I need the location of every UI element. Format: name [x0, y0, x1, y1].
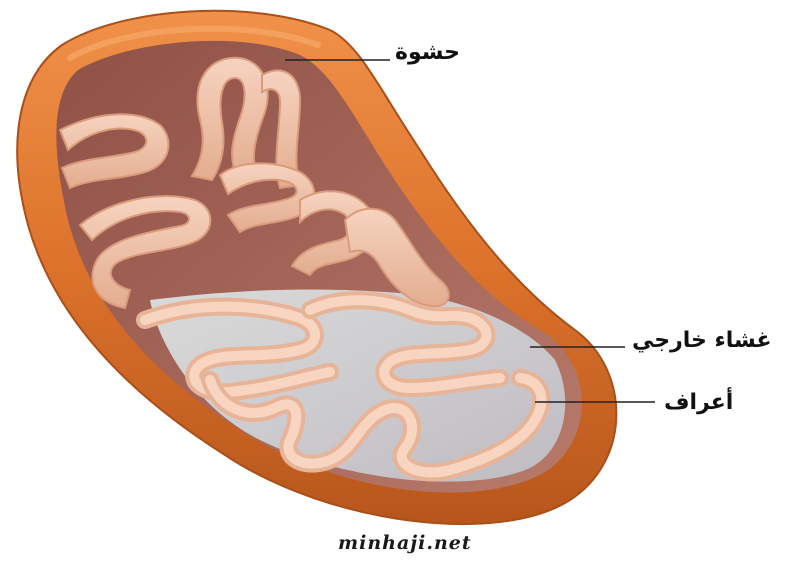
label-cristae: أعراف: [664, 392, 733, 414]
label-matrix: حشوة: [395, 42, 460, 64]
label-outer-membrane: غشاء خارجي: [632, 330, 771, 352]
watermark: minhaji.net: [338, 532, 472, 554]
